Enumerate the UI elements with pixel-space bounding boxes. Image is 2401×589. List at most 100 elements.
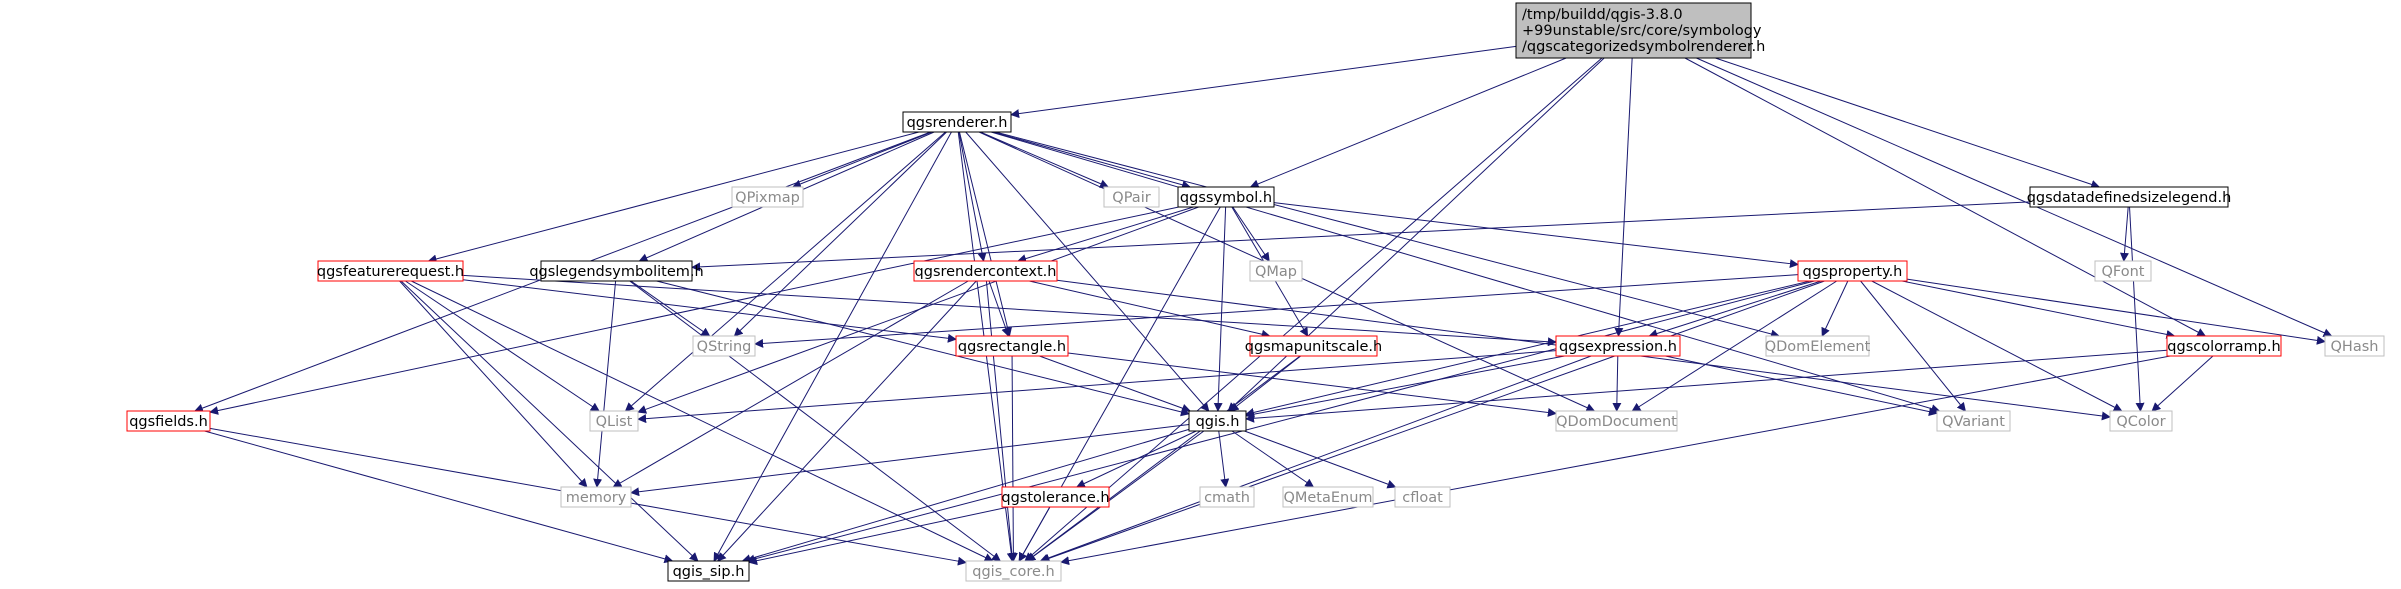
node-box [1797, 260, 1908, 282]
edge-qgsfeaturerequest-to-qgis_sip [400, 280, 699, 562]
edge-qgsmapunitscale-to-qgis_core [1026, 355, 1301, 562]
node-qgsfeaturerequest[interactable]: qgsfeaturerequest.h [317, 260, 464, 282]
node-QDomElement[interactable]: QDomElement [1765, 335, 1871, 357]
node-QVariant[interactable]: QVariant [1936, 410, 2011, 432]
node-qgslegendsymbolitem[interactable]: qgslegendsymbolitem.h [529, 260, 704, 282]
edge-qgstolerance-to-qgis_sip [748, 506, 1009, 566]
root-node-qgscategorizedsymbolrenderer[interactable]: /tmp/buildd/qgis-3.8.0 +99unstable/src/c… [1515, 2, 1765, 59]
node-qgsproperty[interactable]: qgsproperty.h [1797, 260, 1908, 282]
edge-qgsrendercontext-to-qgis_core [985, 280, 1017, 562]
node-label: QPair [1112, 190, 1150, 206]
node-label: qgsdatadefinedsizelegend.h [2027, 190, 2232, 206]
node-label: QMap [1255, 264, 1297, 280]
node-QString[interactable]: QString [692, 335, 756, 357]
edge-qgsproperty-to-QString [754, 274, 1799, 348]
edge-qgsrectangle-to-qgis_core [1008, 355, 1018, 562]
node-QColor[interactable]: QColor [2109, 410, 2173, 432]
node-box [1936, 410, 2011, 432]
node-qgis_core[interactable]: qgis_core.h [965, 560, 1062, 582]
node-label: qgsrenderer.h [907, 115, 1008, 131]
edge-qgsproperty-to-QDomElement [1821, 280, 1849, 337]
node-label: qgsproperty.h [1803, 264, 1903, 280]
edge-qgsdatadefinedsizelegend-to-qgslegendsymbolitem [691, 201, 2031, 272]
root-line-1: /tmp/buildd/qgis-3.8.0 [1522, 7, 1683, 23]
node-qgssymbol[interactable]: qgssymbol.h [1177, 186, 1275, 208]
node-box [913, 260, 1058, 282]
edge-root-to-qgis_core [1024, 57, 1603, 562]
root-line-2: +99unstable/src/core/symbology [1522, 23, 1762, 39]
node-label: qgssymbol.h [1180, 190, 1272, 206]
edge-qgis-to-qgis_core [1026, 430, 1205, 562]
node-label: QColor [2116, 414, 2165, 430]
edge-qgsrenderer-to-qgssymbol [992, 131, 1192, 190]
edge-qgsproperty-to-QHash [1906, 278, 2326, 345]
edge-qgsexpression-to-QVariant [1665, 355, 1938, 417]
node-box [1282, 486, 1374, 508]
node-box [2029, 186, 2229, 208]
edge-root-to-qgsexpression [1614, 57, 1633, 337]
node-qgsmapunitscale[interactable]: qgsmapunitscale.h [1245, 335, 1382, 357]
node-qgsdatadefinedsizelegend[interactable]: qgsdatadefinedsizelegend.h [2027, 186, 2232, 208]
edge-qgis-to-qgstolerance [1076, 430, 1197, 488]
node-box [1188, 410, 1247, 432]
node-label: QDomElement [1765, 339, 1871, 355]
node-label: qgslegendsymbolitem.h [529, 264, 703, 280]
node-QPair[interactable]: QPair [1103, 186, 1160, 208]
node-memory[interactable]: memory [560, 486, 632, 508]
node-QHash[interactable]: QHash [2324, 335, 2385, 357]
node-qgsexpression[interactable]: qgsexpression.h [1555, 335, 1681, 357]
node-label: QDomDocument [1556, 414, 1677, 430]
edge-qgsrenderer-to-qgsrendercontext [958, 131, 987, 262]
edge-qgsrenderer-to-qgsfeaturerequest [427, 131, 920, 264]
edge-qgscolorramp-to-qgis [1245, 349, 2168, 423]
node-qgsrenderer[interactable]: qgsrenderer.h [902, 111, 1012, 133]
edge-qgslegendsymbolitem-to-QString [630, 280, 711, 337]
node-qgis_sip[interactable]: qgis_sip.h [667, 560, 750, 582]
node-label: qgstolerance.h [1001, 490, 1109, 506]
node-box [560, 486, 632, 508]
edge-qgis-to-QMetaEnum [1231, 430, 1315, 488]
node-qgstolerance[interactable]: qgstolerance.h [1001, 486, 1110, 508]
node-QList[interactable]: QList [589, 410, 639, 432]
edge-qgsproperty-to-qgis_core [1040, 280, 1825, 563]
node-qgscolorramp[interactable]: qgscolorramp.h [2166, 335, 2282, 357]
node-QDomDocument[interactable]: QDomDocument [1555, 410, 1678, 432]
edge-qgsdatadefinedsizelegend-to-QColor [2129, 206, 2145, 412]
edge-qgsrenderer-to-QList [624, 131, 946, 412]
node-label: qgsmapunitscale.h [1245, 339, 1382, 355]
node-label: qgscolorramp.h [2167, 339, 2280, 355]
node-qgsrectangle[interactable]: qgsrectangle.h [955, 335, 1069, 357]
node-box [1177, 186, 1275, 208]
edge-qgscolorramp-to-QColor [2151, 355, 2214, 412]
edge-qgsfeaturerequest-to-QList [405, 280, 600, 412]
node-label: QHash [2331, 339, 2379, 355]
node-QFont[interactable]: QFont [2094, 260, 2152, 282]
node-qgsrendercontext[interactable]: qgsrendercontext.h [913, 260, 1058, 282]
node-box [589, 410, 639, 432]
node-QPixmap[interactable]: QPixmap [731, 186, 804, 208]
node-box [1555, 335, 1681, 357]
node-cfloat[interactable]: cfloat [1394, 486, 1451, 508]
node-box [1001, 486, 1110, 508]
edge-qgis-to-memory [630, 423, 1190, 497]
node-cmath[interactable]: cmath [1199, 486, 1255, 508]
node-box [667, 560, 750, 582]
edge-qgsrenderer-to-QDomElement [995, 131, 1780, 339]
node-box [955, 335, 1069, 357]
node-box [1765, 335, 1870, 357]
node-QMetaEnum[interactable]: QMetaEnum [1282, 486, 1374, 508]
edge-qgsfields-to-qgis_sip [204, 430, 674, 564]
node-box [965, 560, 1062, 582]
edge-qgssymbol-to-qgsrendercontext [1017, 206, 1194, 263]
edge-qgsrenderer-to-QString [733, 131, 947, 337]
edge-qgsexpression-to-qgis_core [1039, 355, 1592, 563]
node-label: qgis_core.h [972, 564, 1054, 580]
node-qgsfields[interactable]: qgsfields.h [126, 410, 211, 432]
node-qgis[interactable]: qgis.h [1188, 410, 1247, 432]
edge-qgsrectangle-to-QDomDocument [1067, 352, 1557, 417]
edge-qgsdatadefinedsizelegend-to-QFont [2119, 206, 2129, 262]
edge-qgsrenderer-to-qgis [965, 131, 1210, 412]
node-QMap[interactable]: QMap [1249, 260, 1303, 282]
node-box [1394, 486, 1451, 508]
edge-qgssymbol-to-qgsproperty [1273, 202, 1799, 269]
